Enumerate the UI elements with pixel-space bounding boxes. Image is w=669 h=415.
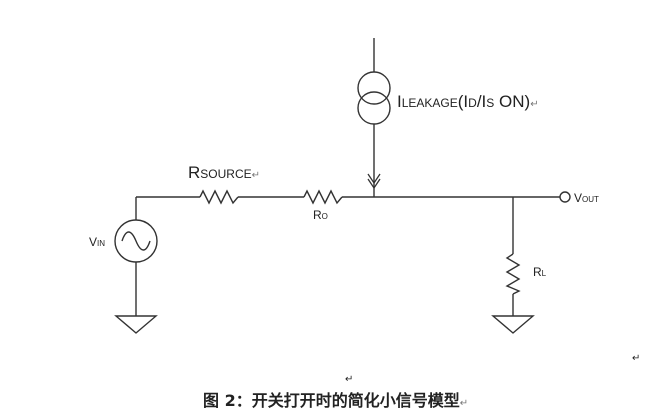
ileakage-sub: LEAKAGE — [402, 96, 458, 110]
current-arrow-icon — [367, 173, 381, 190]
vin-main: V — [89, 235, 97, 249]
figure-caption-text: 图 2：开关打开时的简化小信号模型 — [203, 391, 460, 410]
ro-main: R — [313, 208, 322, 222]
return-mark: ↵ — [345, 374, 353, 385]
vout-sub: OUT — [582, 195, 599, 204]
label-vin: VIN — [89, 235, 105, 249]
figure-caption: 图 2：开关打开时的简化小信号模型↵ — [203, 391, 468, 410]
label-rl: RL — [533, 265, 547, 279]
rl-resistor — [505, 253, 521, 295]
rsource-sub: SOURCE — [200, 167, 251, 181]
ground-icon-vin — [114, 315, 158, 334]
vout-terminal — [559, 191, 571, 203]
return-mark: ↵ — [252, 170, 260, 181]
ileakage-paren-open: (I — [458, 92, 468, 111]
circuit-wires — [135, 38, 560, 316]
ileakage-on: ON) — [494, 92, 530, 111]
label-rsource: RSOURCE↵ — [188, 163, 260, 182]
sine-wave-icon — [121, 231, 151, 251]
current-source-symbol — [357, 71, 391, 125]
rl-sub: L — [542, 269, 547, 278]
ileakage-s: S — [486, 96, 494, 110]
rsource-main: R — [188, 163, 200, 182]
vin-ac-source — [114, 219, 158, 263]
label-vout: VOUT — [574, 191, 599, 205]
ileakage-slash: /I — [477, 92, 486, 111]
return-mark: ↵ — [460, 398, 468, 409]
label-ileakage: ILEAKAGE(ID/IS ON)↵ — [397, 92, 539, 111]
label-ro: RO — [313, 208, 328, 222]
ro-resistor — [303, 189, 343, 205]
rl-main: R — [533, 265, 542, 279]
return-mark: ↵ — [530, 99, 538, 110]
vout-main: V — [574, 191, 582, 205]
vin-sub: IN — [97, 239, 105, 248]
rsource-resistor — [199, 189, 239, 205]
return-mark: ↵ — [632, 353, 640, 364]
ileakage-main: I — [397, 92, 402, 111]
ro-sub: O — [322, 212, 328, 221]
ileakage-d: D — [468, 96, 477, 110]
ground-icon-rl — [491, 315, 535, 334]
